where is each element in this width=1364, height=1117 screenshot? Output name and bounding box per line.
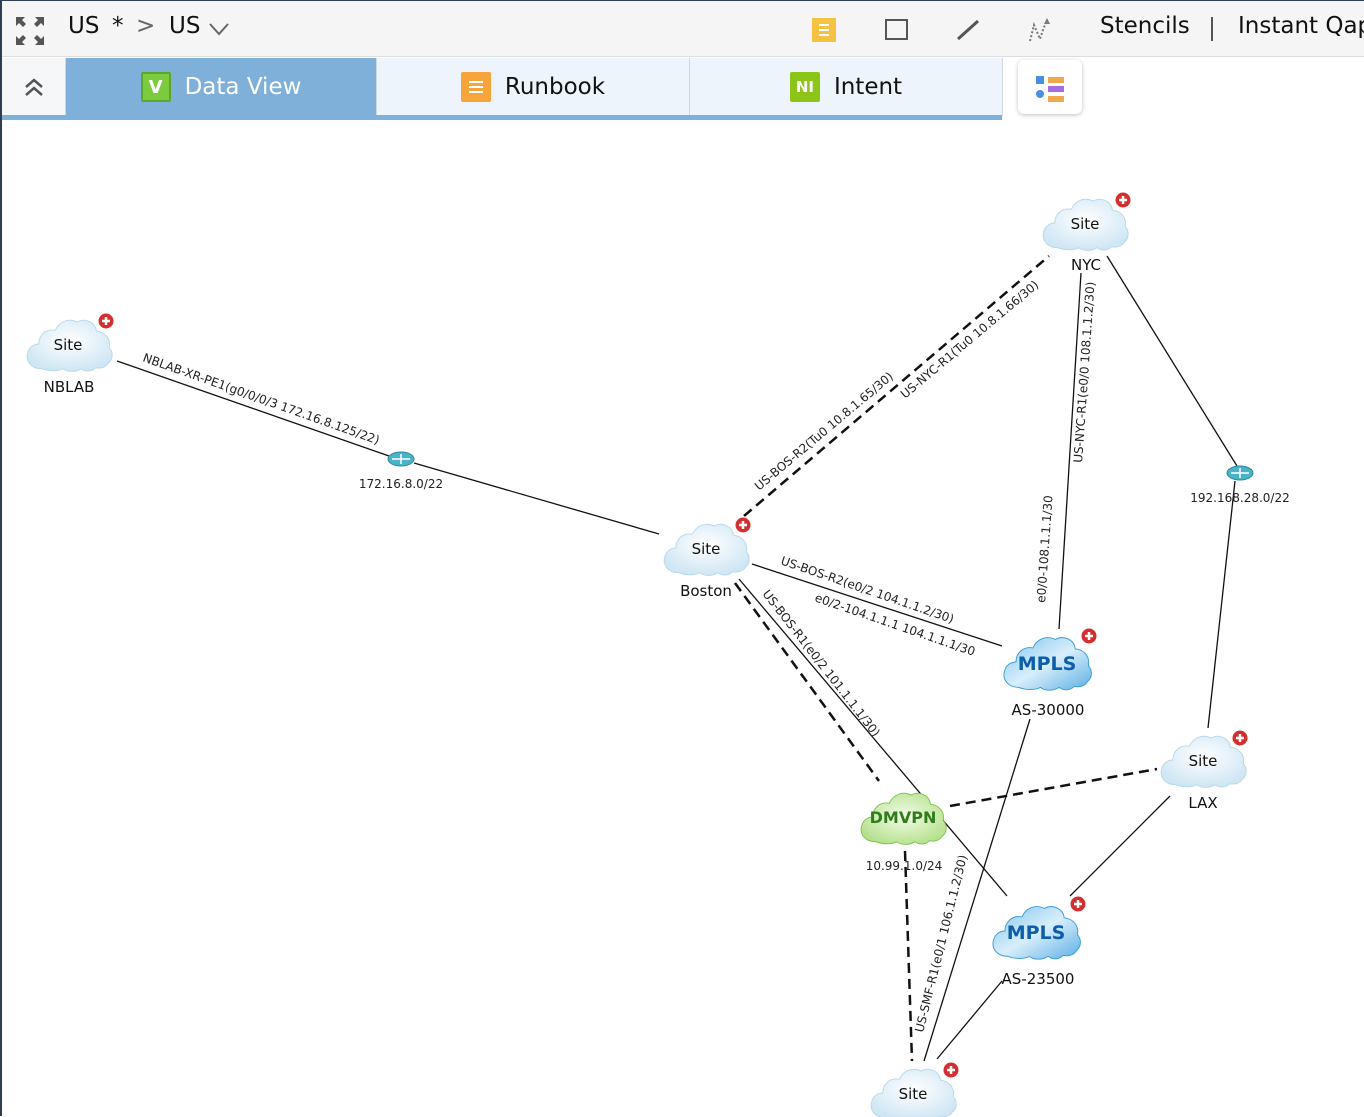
data-view-icon: V bbox=[140, 72, 171, 102]
node-label: NBLAB bbox=[44, 378, 95, 396]
tab-data-view[interactable]: V Data View bbox=[66, 58, 377, 116]
double-chevron-up-icon bbox=[24, 78, 43, 96]
subnet-label: 192.168.28.0/22 bbox=[1190, 491, 1289, 505]
expand-icon[interactable] bbox=[1069, 895, 1087, 913]
node-type: DMVPN bbox=[870, 808, 937, 827]
link-label: NBLAB-XR-PE1(g0/0/0/3 172.16.8.125/22) bbox=[141, 351, 381, 448]
node-type: Site bbox=[1071, 215, 1100, 233]
node-label: Boston bbox=[680, 582, 732, 600]
expand-icon[interactable] bbox=[942, 1061, 960, 1079]
link-subnet-boston[interactable] bbox=[413, 462, 660, 535]
chevron-down-icon[interactable] bbox=[208, 21, 230, 37]
stencils-button[interactable]: Stencils bbox=[1100, 13, 1190, 39]
tab-runbook[interactable]: Runbook bbox=[377, 58, 690, 116]
mpls-as-30000[interactable]: MPLS AS-30000 bbox=[1003, 637, 1092, 719]
node-type: Site bbox=[54, 336, 83, 354]
link-label: e0/0-108.1.1.1/30 bbox=[1034, 495, 1055, 603]
breadcrumb-current[interactable]: US bbox=[169, 13, 201, 39]
link-dmvpn-lax[interactable] bbox=[949, 767, 1158, 808]
note-icon[interactable] bbox=[812, 18, 836, 42]
line-icon[interactable] bbox=[955, 18, 981, 42]
link-boston-nyc-tunnel[interactable] bbox=[743, 255, 1050, 517]
link-boston-mpls[interactable] bbox=[751, 563, 1003, 647]
tab-label: Runbook bbox=[504, 74, 606, 100]
top-toolbar: US * > US Stencils Instant Qapp bbox=[2, 1, 1364, 57]
node-label: NYC bbox=[1071, 256, 1101, 274]
site-bottom[interactable]: Site bbox=[870, 1068, 957, 1117]
link-dmvpn-smf[interactable] bbox=[903, 850, 914, 1062]
expand-icon[interactable] bbox=[734, 516, 752, 534]
link-nblab-subnet[interactable] bbox=[116, 360, 390, 457]
subnet-label: 172.16.8.0/22 bbox=[359, 477, 443, 491]
node-type: Site bbox=[692, 540, 721, 558]
link-lax-mpls2[interactable] bbox=[1069, 795, 1171, 897]
instant-qapp-button[interactable]: Instant Qapp bbox=[1238, 13, 1364, 39]
chevron-right-icon: > bbox=[136, 13, 156, 39]
link-mpls2-smf[interactable] bbox=[936, 980, 1003, 1060]
tree-view-button[interactable] bbox=[1018, 60, 1082, 114]
node-type: MPLS bbox=[1007, 922, 1066, 944]
node-type: MPLS bbox=[1018, 653, 1077, 675]
tab-underline bbox=[2, 115, 1002, 120]
breadcrumb-root[interactable]: US bbox=[68, 13, 100, 39]
link-label: US-NYC-R1(Tu0 10.8.1.66/30) bbox=[898, 278, 1041, 402]
expand-icon[interactable] bbox=[1231, 729, 1249, 747]
link-boston-mpls2[interactable] bbox=[738, 578, 1008, 897]
collapse-button[interactable] bbox=[2, 58, 66, 116]
tab-label: Intent bbox=[833, 74, 903, 100]
fit-screen-icon[interactable] bbox=[16, 17, 44, 45]
modified-indicator: * bbox=[112, 13, 124, 39]
tab-bar: V Data View Runbook NI Intent bbox=[2, 58, 1364, 120]
path-icon[interactable] bbox=[1027, 17, 1053, 43]
runbook-icon bbox=[460, 72, 491, 102]
expand-icon[interactable] bbox=[97, 312, 115, 330]
node-type: Site bbox=[899, 1085, 928, 1103]
node-type: Site bbox=[1189, 752, 1218, 770]
mpls-as-23500[interactable]: MPLS AS-23500 bbox=[992, 906, 1081, 988]
link-subnet2-lax[interactable] bbox=[1207, 480, 1236, 729]
dmvpn-cloud[interactable]: DMVPN 10.99.1.0/24 bbox=[860, 792, 947, 873]
expand-icon[interactable] bbox=[1114, 191, 1132, 209]
divider bbox=[1211, 17, 1213, 41]
node-label: AS-23500 bbox=[1002, 970, 1075, 988]
intent-icon: NI bbox=[789, 72, 820, 102]
link-nyc-mpls[interactable] bbox=[1058, 272, 1082, 630]
node-label: 10.99.1.0/24 bbox=[866, 859, 943, 873]
link-mpls-smf[interactable] bbox=[923, 718, 1031, 1062]
link-nyc-subnet2[interactable] bbox=[1106, 255, 1238, 467]
link-label: US-BOS-R2(Tu0 10.8.1.65/30) bbox=[752, 369, 896, 493]
rectangle-icon[interactable] bbox=[885, 19, 908, 40]
subnet-icon[interactable] bbox=[1226, 465, 1254, 481]
tree-list-icon bbox=[1036, 76, 1064, 102]
tab-intent[interactable]: NI Intent bbox=[690, 58, 1003, 116]
node-label: AS-30000 bbox=[1012, 701, 1085, 719]
subnet-icon[interactable] bbox=[387, 451, 415, 467]
tab-label: Data View bbox=[184, 74, 302, 100]
expand-icon[interactable] bbox=[1080, 627, 1098, 645]
node-label: LAX bbox=[1188, 794, 1217, 812]
link-boston-dmvpn[interactable] bbox=[733, 582, 881, 782]
